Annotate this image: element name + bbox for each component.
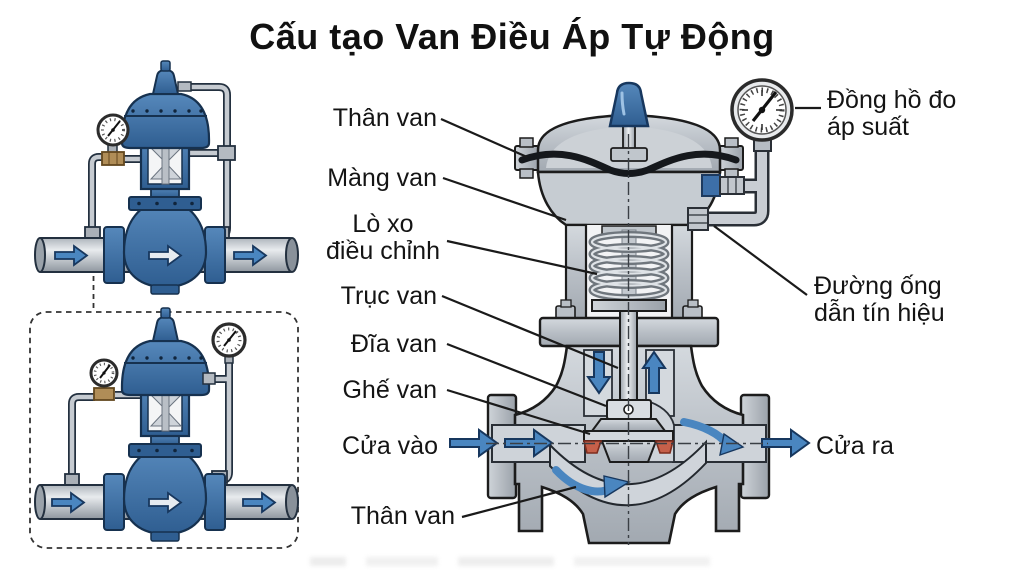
signal-piping: [687, 137, 772, 231]
label-ghe-van: Ghế van: [342, 376, 437, 404]
curved-flow-arrows: [552, 418, 745, 499]
leader-lo-xo: [446, 239, 598, 276]
mini-valve-top-illustration: [33, 59, 300, 296]
label-cua-ra: Cửa ra: [816, 432, 894, 460]
label-lo-xo: Lò xo điều chỉnh: [326, 210, 440, 265]
dashed-detail-box: [29, 311, 299, 549]
yoke-fitting: [687, 207, 709, 231]
page-title: Cấu tạo Van Điều Áp Tự Động: [249, 16, 775, 57]
compression-nut: [719, 176, 745, 195]
flow-arrows: [449, 350, 810, 457]
leader-ghe-van: [446, 388, 591, 436]
mini-top-cap-fitting: [177, 81, 192, 92]
label-mang-van: Màng van: [327, 164, 437, 192]
label-dia-van: Đĩa van: [350, 330, 437, 358]
leader-truc-van: [441, 294, 619, 370]
diaphragm-membrane: [518, 150, 740, 177]
centerlines: [486, 134, 768, 545]
leader-than-van-bottom: [461, 485, 577, 519]
leader-dia-van: [446, 342, 607, 408]
label-cua-vao: Cửa vào: [342, 432, 438, 460]
mini-top-fitting-right: [217, 145, 236, 161]
main-valve-cutaway: [449, 81, 810, 545]
mini-bottom-gauge-left-icon: [89, 358, 119, 388]
adjusting-cap: [608, 81, 650, 128]
mini-top-gauge-icon: [96, 113, 130, 147]
leader-lines: [440, 106, 821, 519]
label-duong-ong: Đường ống dẫn tín hiệu: [814, 272, 945, 327]
diaphragm-housing: [514, 113, 744, 227]
mini-bottom-gauge-right-icon: [211, 322, 247, 358]
label-than-van-top: Thân van: [332, 104, 437, 132]
label-dong-ho: Đồng hồ đo áp suất: [827, 86, 957, 141]
leader-than-van-top: [440, 117, 528, 159]
mini-top-brass-fitting: [101, 151, 125, 166]
pressure-gauge-icon: [730, 78, 794, 142]
chamber-fitting: [701, 174, 721, 197]
up-flow-arrow: [641, 350, 667, 394]
label-than-van-bottom: Thân van: [350, 502, 455, 530]
down-flow-arrow: [586, 351, 612, 395]
bottom-artifact: [310, 557, 710, 566]
leader-duong-ong: [713, 225, 808, 296]
leader-mang-van: [442, 176, 567, 222]
label-truc-van: Trục van: [340, 282, 437, 310]
mini-bottom-dome-fitting: [202, 372, 216, 385]
mini-bottom-brass-fitting: [93, 387, 115, 401]
mini-valve-bottom-illustration: [33, 306, 300, 543]
